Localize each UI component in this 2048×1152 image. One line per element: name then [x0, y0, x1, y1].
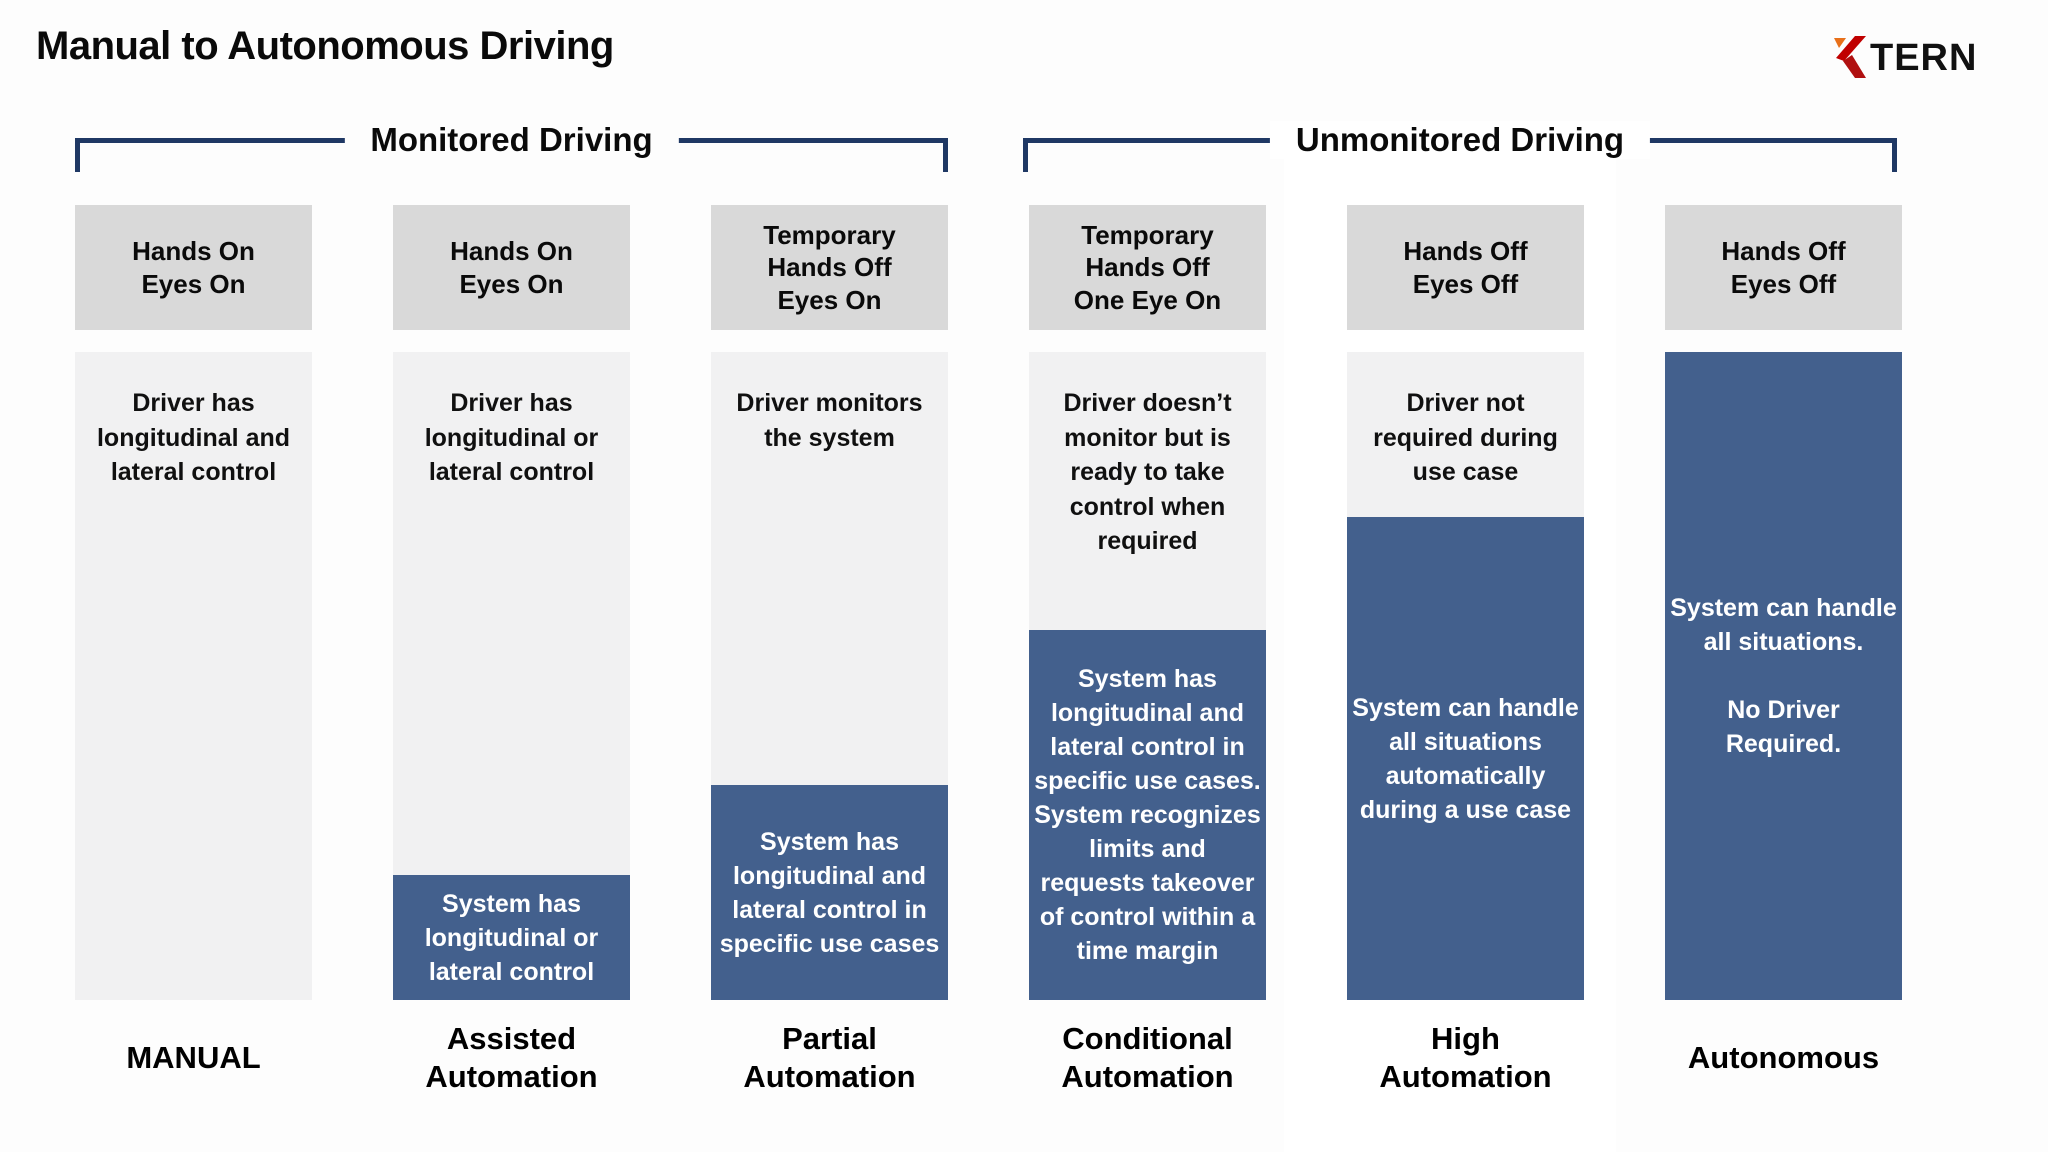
column-body: Driver not required during use case Syst… — [1347, 352, 1584, 1000]
unmonitored-driving-bracket: Unmonitored Driving — [1023, 121, 1897, 175]
column-high-automation: Hands Off Eyes Off Driver not required d… — [1347, 0, 1584, 1152]
level-label: Autonomous — [1687, 1040, 1880, 1076]
level-label: Conditional Automation — [1061, 1021, 1234, 1094]
system-box: System has longitudinal and lateral cont… — [1029, 630, 1266, 1000]
system-box: System has longitudinal and lateral cont… — [711, 785, 948, 1000]
column-header: Hands Off Eyes Off — [1665, 205, 1902, 330]
column-header: Temporary Hands Off Eyes On — [711, 205, 948, 330]
driver-text: Driver monitors the system — [736, 389, 923, 452]
column-header: Temporary Hands Off One Eye On — [1029, 205, 1266, 330]
driver-text: Driver doesn’t monitor but is ready to t… — [1063, 389, 1232, 555]
driver-text: Driver has longitudinal and lateral cont… — [96, 389, 291, 486]
system-box: System can handle all situations. No Dri… — [1665, 352, 1902, 1000]
level-label: Assisted Automation — [425, 1021, 598, 1094]
monitored-driving-bracket: Monitored Driving — [75, 121, 948, 175]
column-manual: Hands On Eyes On Driver has longitudinal… — [75, 0, 312, 1152]
column-body: Driver has longitudinal and lateral cont… — [75, 352, 312, 1000]
column-body: Driver has longitudinal or lateral contr… — [393, 352, 630, 1000]
system-box: System can handle all situations automat… — [1347, 517, 1584, 1000]
unmonitored-driving-label: Unmonitored Driving — [1269, 121, 1651, 159]
column-assisted-automation: Hands On Eyes On Driver has longitudinal… — [393, 0, 630, 1152]
column-body: Driver doesn’t monitor but is ready to t… — [1029, 352, 1266, 1000]
ktern-logo: TERN — [1828, 34, 1998, 80]
page-title: Manual to Autonomous Driving — [36, 24, 614, 68]
column-header: Hands Off Eyes Off — [1347, 205, 1584, 330]
column-header: Hands On Eyes On — [393, 205, 630, 330]
column-header: Hands On Eyes On — [75, 205, 312, 330]
column-autonomous: Hands Off Eyes Off System can handle all… — [1665, 0, 1902, 1152]
driver-text: Driver not required during use case — [1373, 389, 1558, 486]
driver-text: Driver has longitudinal or lateral contr… — [424, 389, 599, 486]
level-label: High Automation — [1379, 1021, 1552, 1094]
column-conditional-automation: Temporary Hands Off One Eye On Driver do… — [1029, 0, 1266, 1152]
column-partial-automation: Temporary Hands Off Eyes On Driver monit… — [711, 0, 948, 1152]
level-label: Partial Automation — [743, 1021, 916, 1094]
svg-text:TERN: TERN — [1870, 37, 1977, 79]
column-body: Driver monitors the system System has lo… — [711, 352, 948, 1000]
level-label: MANUAL — [126, 1040, 261, 1076]
system-box: System has longitudinal or lateral contr… — [393, 875, 630, 1000]
monitored-driving-label: Monitored Driving — [344, 121, 679, 159]
column-body: System can handle all situations. No Dri… — [1665, 352, 1902, 1000]
ktern-logo-icon: TERN — [1834, 36, 1977, 79]
